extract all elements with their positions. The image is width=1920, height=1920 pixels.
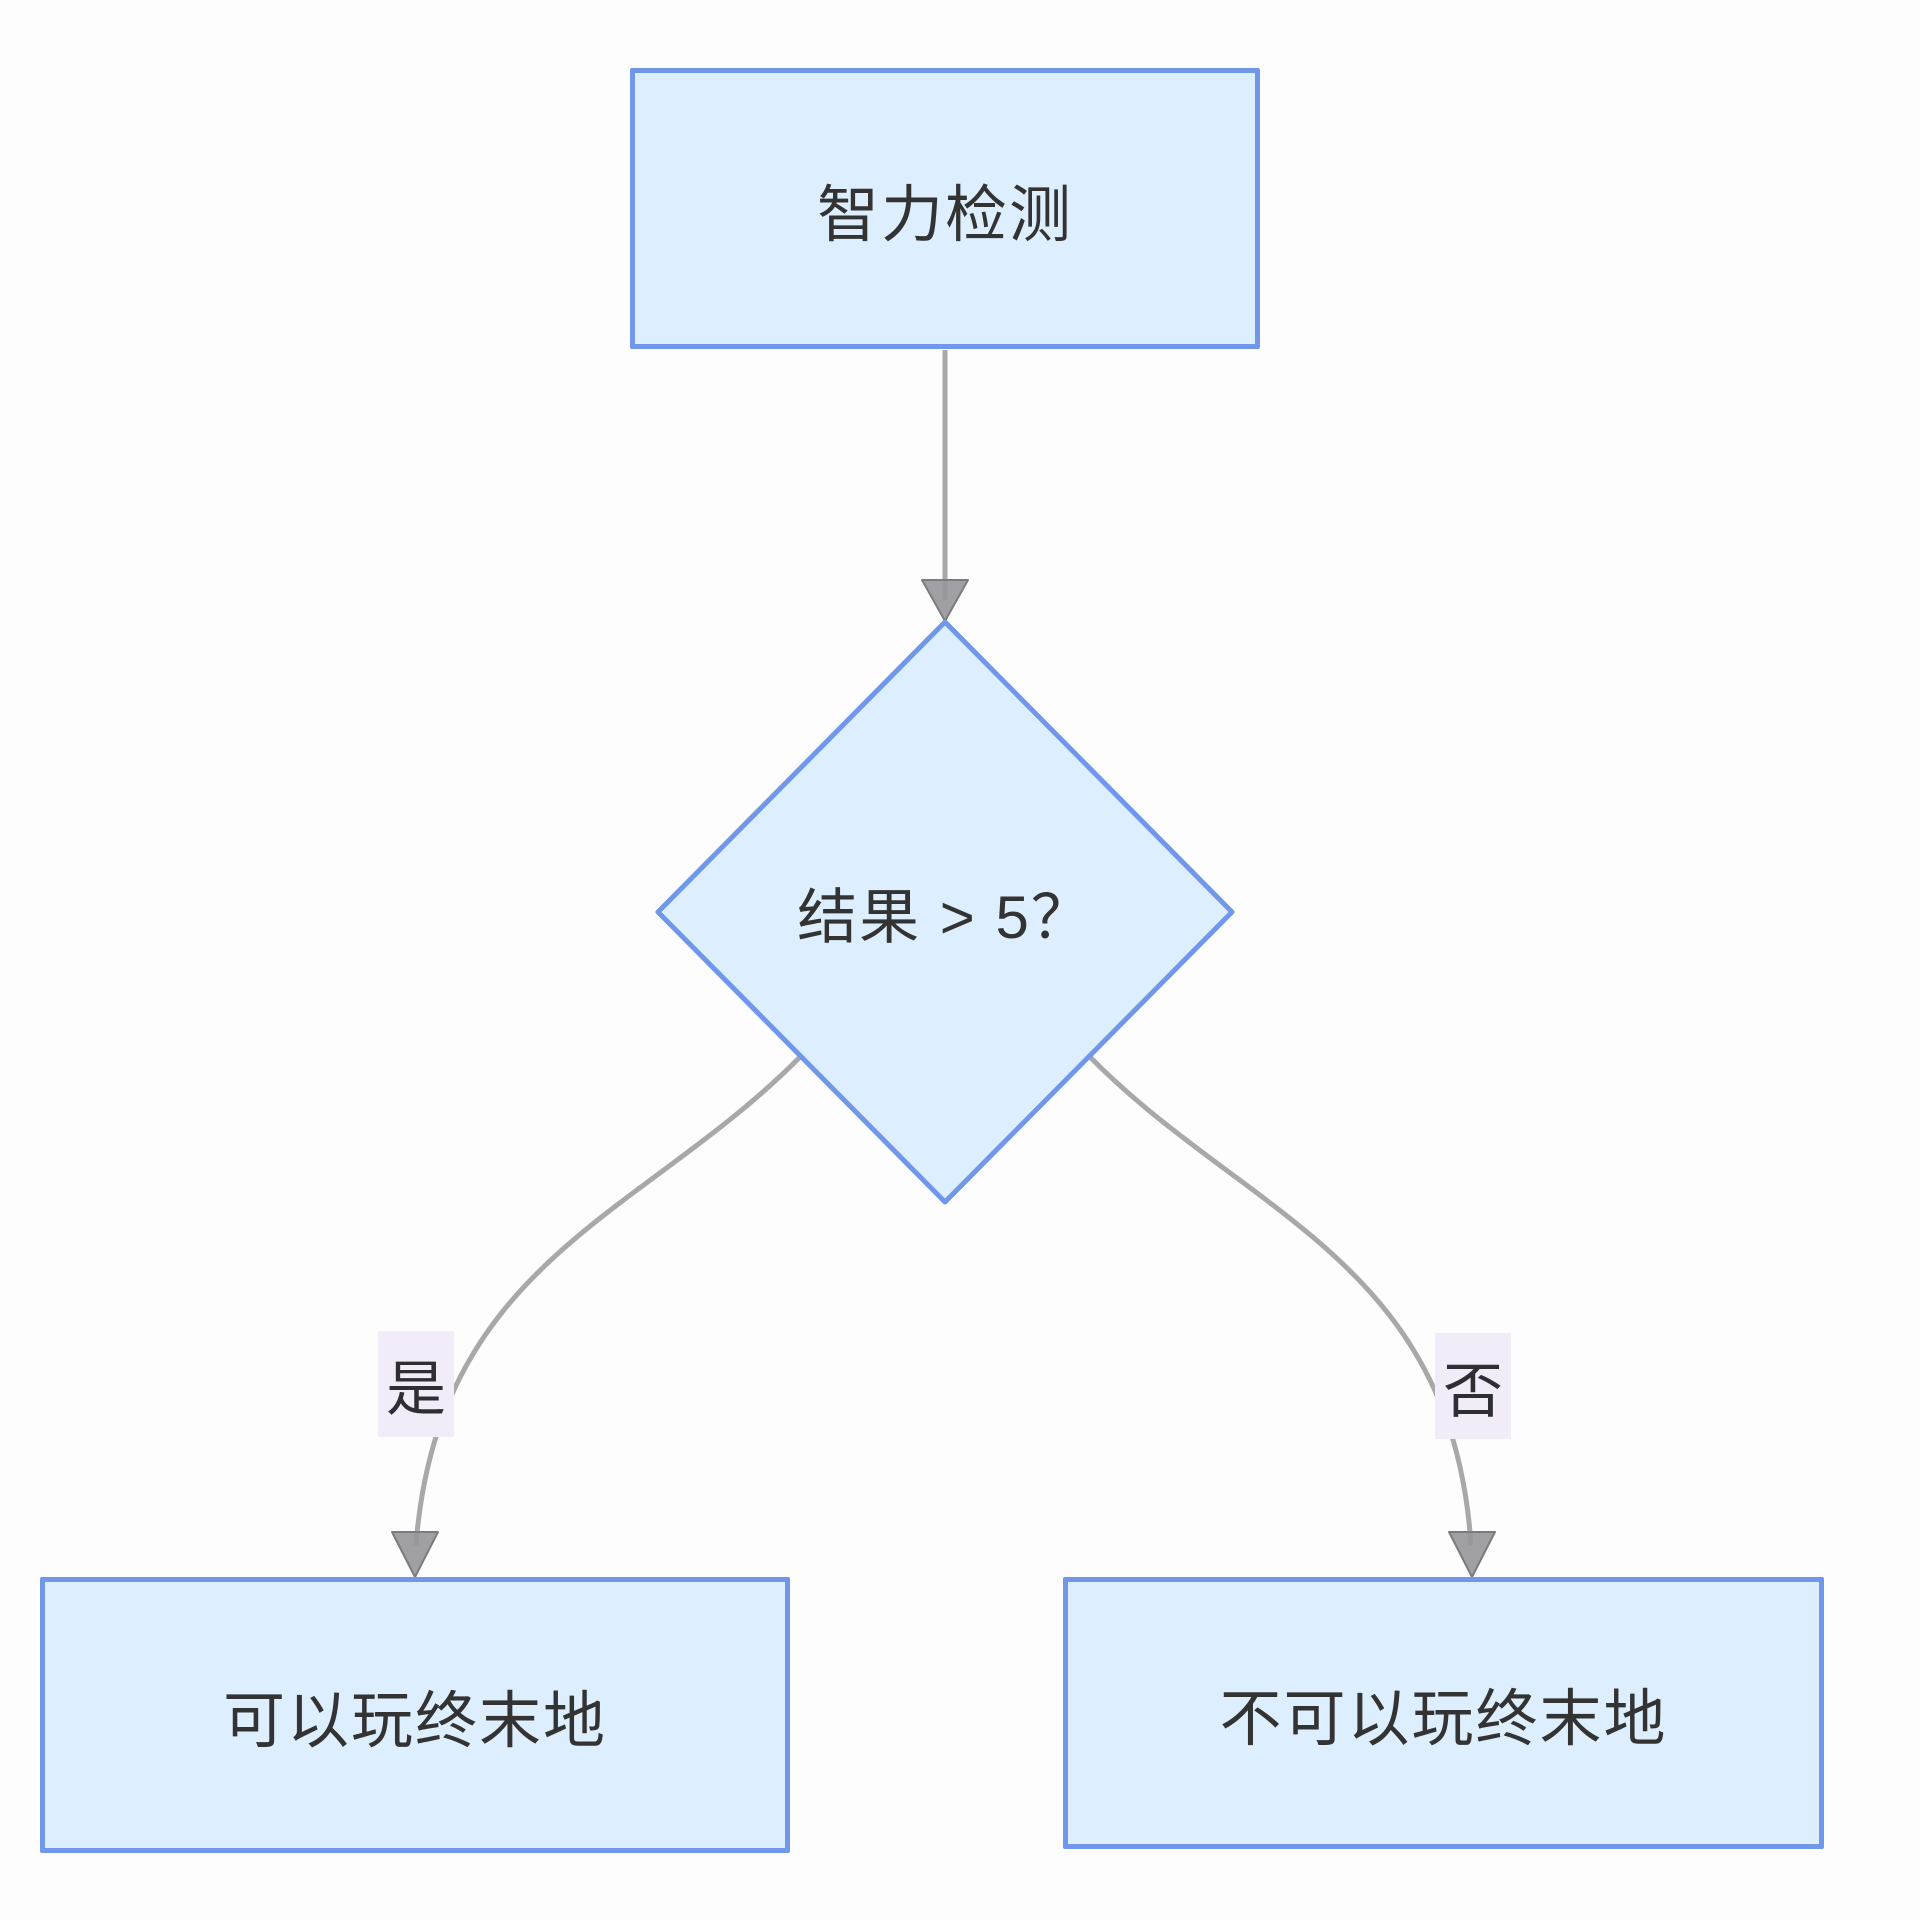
arrowhead-down-icon — [921, 579, 969, 622]
edge-decision-to-yes — [413, 1054, 803, 1546]
decision-diamond-shape — [655, 619, 1235, 1205]
node-start-label: 智力检测 — [816, 180, 1073, 250]
edge-label-yes-text: 是 — [386, 1355, 446, 1423]
edge-decision-to-no — [1087, 1054, 1474, 1546]
node-decision: 结果 > 5？ — [705, 852, 1185, 972]
edge-label-no-text: 否 — [1443, 1357, 1503, 1425]
node-no-result-label: 不可以玩终末地 — [1219, 1685, 1668, 1754]
node-decision-label: 结果 > 5？ — [797, 883, 1093, 951]
node-yes-result: 可以玩终末地 — [40, 1577, 790, 1853]
edge-label-yes: 是 — [378, 1331, 454, 1437]
arrowhead-down-icon — [391, 1531, 439, 1578]
node-start: 智力检测 — [630, 68, 1260, 349]
edge-label-no: 否 — [1435, 1333, 1511, 1439]
node-yes-result-label: 可以玩终末地 — [222, 1687, 607, 1756]
arrowhead-down-icon — [1448, 1531, 1496, 1578]
node-no-result: 不可以玩终末地 — [1063, 1577, 1824, 1849]
